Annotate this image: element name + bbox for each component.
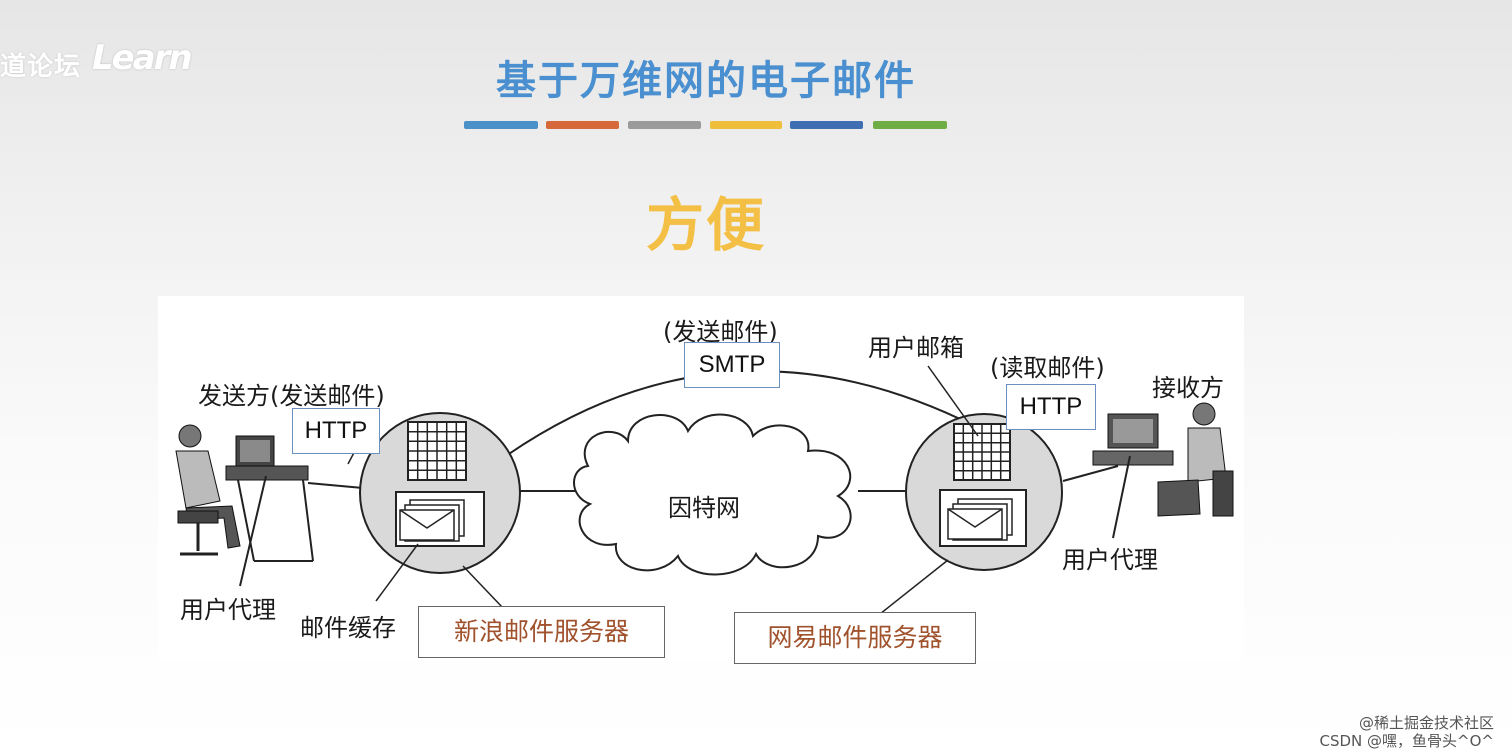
pointer-receiver-agent: [1112, 455, 1131, 539]
receiver-agent-label: 用户代理: [1062, 546, 1158, 574]
slide-title: 基于万维网的电子邮件: [496, 58, 916, 104]
mail-cache-label: 邮件缓存: [300, 614, 396, 642]
title-underline-yellow: [710, 121, 782, 129]
smtp-box: SMTP: [684, 342, 780, 388]
receiver-label: 接收方: [1152, 374, 1224, 402]
title-underline-darkblue: [790, 121, 863, 129]
sender-server: [359, 412, 521, 574]
sender-server-label: 新浪邮件服务器: [418, 606, 665, 658]
pointer-sender-server: [462, 565, 504, 609]
internet-label: 因特网: [668, 494, 740, 522]
internet-cloud: [573, 413, 852, 576]
title-underline-gray: [628, 121, 701, 129]
watermark-logo: Learn: [92, 38, 193, 78]
mailbox-label: 用户邮箱: [868, 334, 964, 362]
title-underline-green: [873, 121, 947, 129]
pointer-mailbox: [927, 365, 979, 437]
email-diagram: 发送方(发送邮件) HTTP 用户代理 邮件缓存 新浪邮件服务器 (发送邮件) …: [158, 296, 1244, 664]
receiver-person: [1092, 402, 1234, 517]
watermark-text: 道论坛: [0, 52, 82, 82]
receiver-http-box: HTTP: [1006, 384, 1096, 430]
pointer-receiver-server: [879, 559, 949, 615]
sender-person: [175, 424, 314, 562]
title-underline-blue: [464, 121, 538, 129]
receiver-server-label: 网易邮件服务器: [734, 612, 976, 664]
diagram-drawing: [175, 365, 1234, 615]
link-sender-pc: [307, 482, 364, 489]
read-note-label: (读取邮件): [990, 354, 1105, 382]
footer-line1: @稀土掘金技术社区: [1358, 714, 1494, 732]
pointer-mail-cache: [375, 543, 419, 602]
sender-label: 发送方(发送邮件): [198, 382, 385, 410]
send-note-label: (发送邮件): [663, 318, 778, 346]
sender-http-box: HTTP: [292, 408, 380, 454]
receiver-server: [905, 413, 1063, 571]
slide-subtitle: 方便: [645, 191, 766, 259]
pointer-sender-agent: [239, 475, 267, 587]
link-receiver-pc: [1062, 465, 1119, 482]
sender-agent-label: 用户代理: [180, 596, 276, 624]
title-underline-orange: [546, 121, 619, 129]
footer-line2: CSDN @嘿，鱼骨头^O^: [1319, 732, 1494, 750]
